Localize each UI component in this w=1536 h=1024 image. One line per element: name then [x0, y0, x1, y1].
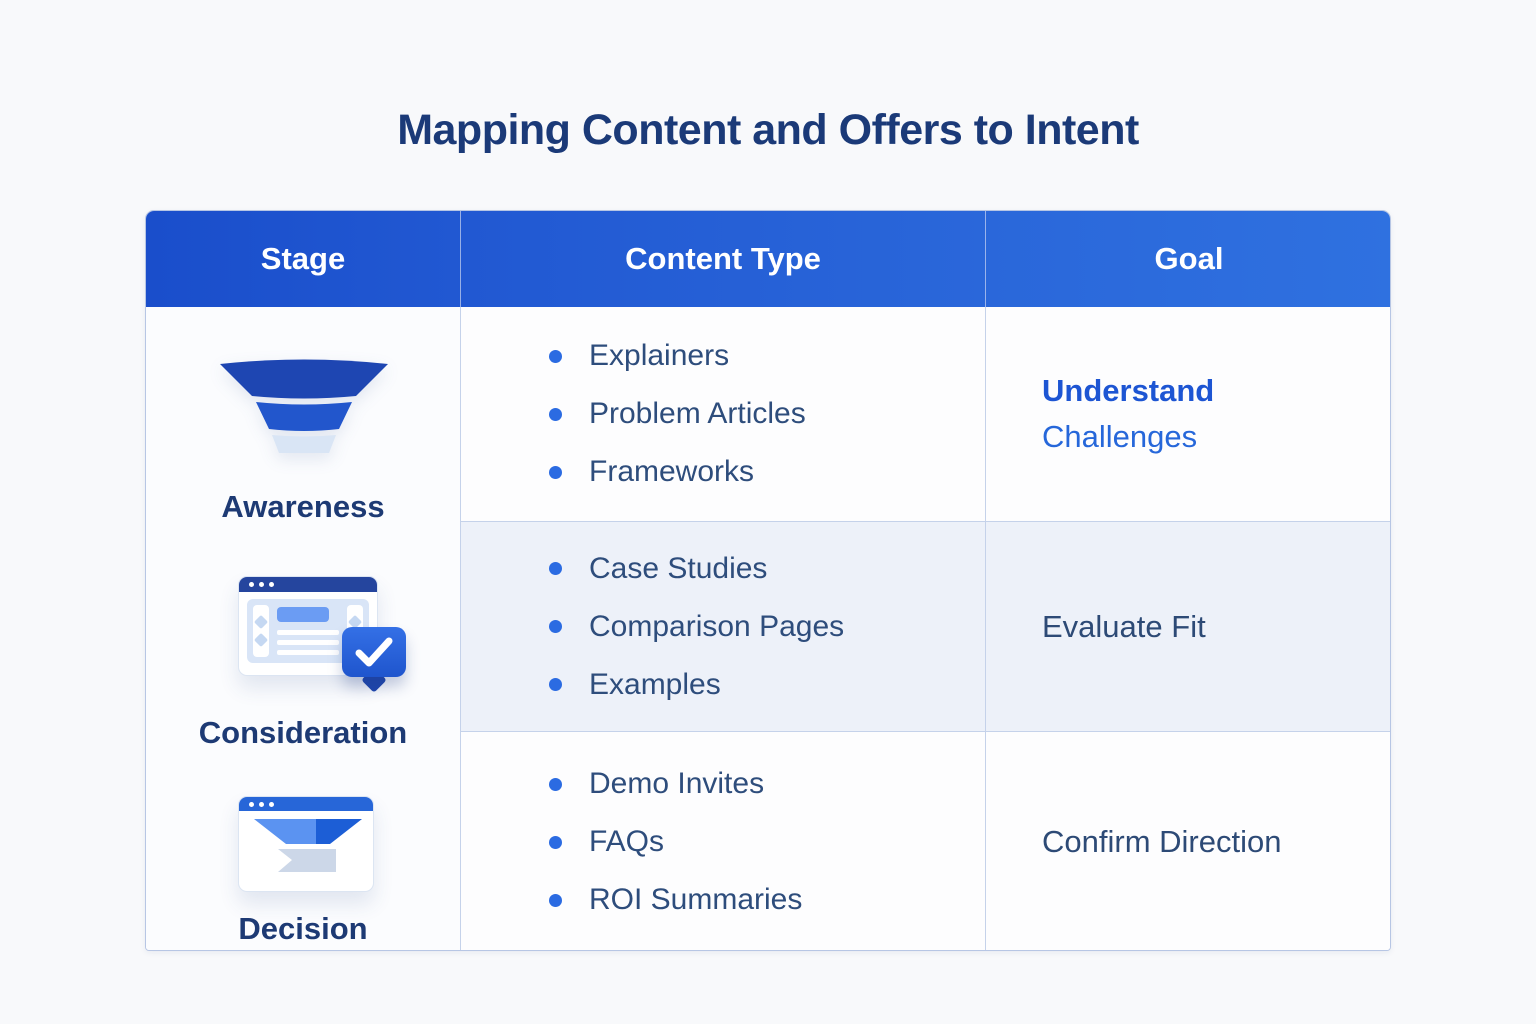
- bullet-icon: [549, 678, 562, 691]
- bullet-icon: [549, 835, 562, 849]
- window-dot-icon: [269, 582, 274, 587]
- text-line: [277, 640, 339, 645]
- text-line: [277, 650, 339, 655]
- heading-pill: [277, 607, 329, 622]
- checkmark-icon: [342, 627, 406, 677]
- goal-cell-decision: Confirm Direction: [986, 732, 1390, 950]
- browser-funnel-icon: [238, 796, 374, 892]
- list-item: Demo Invites: [549, 762, 985, 806]
- browser-titlebar: [239, 797, 373, 811]
- funnel-icon: [219, 357, 389, 457]
- page-title: Mapping Content and Offers to Intent: [397, 106, 1139, 154]
- list-item-label: Problem Articles: [589, 397, 806, 430]
- window-dot-icon: [249, 582, 254, 587]
- header-label-stage: Stage: [260, 241, 346, 276]
- content-type-cell-decision: Demo Invites FAQs ROI Summaries: [461, 732, 986, 950]
- header-label-goal: Goal: [1154, 241, 1224, 276]
- window-dot-icon: [259, 582, 264, 587]
- list-item-label: Explainers: [589, 339, 730, 372]
- list-item-label: Frameworks: [589, 455, 755, 488]
- goal-text: Evaluate Fit: [1042, 608, 1206, 644]
- list-item: FAQs: [549, 820, 985, 864]
- window-dot-icon: [269, 801, 274, 807]
- center-card: [277, 607, 339, 655]
- goal-text: Confirm Direction: [1042, 824, 1282, 859]
- list-item: Comparison Pages: [549, 605, 985, 649]
- mapping-table: Stage Content Type Goal Awareness: [145, 210, 1391, 951]
- diamond-shape-icon: [253, 632, 269, 648]
- goal-cell-consideration: Evaluate Fit: [986, 522, 1390, 732]
- bullet-icon: [549, 562, 562, 575]
- window-dot-icon: [249, 801, 254, 807]
- list-item-label: Demo Invites: [589, 767, 765, 800]
- list-item: Problem Articles: [549, 392, 985, 436]
- text-line: [277, 630, 339, 635]
- content-type-cell-awareness: Explainers Problem Articles Frameworks: [461, 307, 986, 522]
- bullet-icon: [549, 777, 562, 791]
- header-cell-goal: Goal: [986, 211, 1390, 307]
- content-type-cell-consideration: Case Studies Comparison Pages Examples: [461, 522, 986, 732]
- bullet-icon: [549, 893, 562, 907]
- bullet-icon: [549, 407, 562, 421]
- browser-titlebar: [239, 577, 377, 592]
- bullet-icon: [549, 465, 562, 479]
- stage-label-decision: Decision: [238, 911, 368, 946]
- list-item-label: Case Studies: [589, 551, 768, 585]
- left-card: [253, 605, 269, 657]
- list-item: ROI Summaries: [549, 878, 985, 922]
- list-item-label: FAQs: [589, 825, 665, 858]
- goal-text: Challenges: [1042, 419, 1198, 454]
- list-item: Frameworks: [549, 450, 985, 494]
- stage-label-consideration: Consideration: [198, 715, 408, 750]
- list-item-label: Examples: [589, 667, 721, 701]
- header-cell-content-type: Content Type: [461, 211, 986, 307]
- list-item: Examples: [549, 663, 985, 707]
- window-dot-icon: [259, 801, 264, 807]
- diamond-shape-icon: [253, 614, 269, 630]
- list-item-label: Comparison Pages: [589, 609, 845, 643]
- bullet-icon: [549, 349, 562, 363]
- goal-text-emphasis: Understand: [1042, 373, 1215, 408]
- split-funnel-graphic: [254, 819, 362, 872]
- stage-label-awareness: Awareness: [221, 489, 385, 524]
- header-cell-stage: Stage: [146, 211, 461, 307]
- list-item-label: ROI Summaries: [589, 883, 803, 916]
- header-label-content-type: Content Type: [625, 241, 821, 276]
- list-item: Explainers: [549, 334, 985, 378]
- list-item: Case Studies: [549, 547, 985, 591]
- bullet-icon: [549, 620, 562, 633]
- goal-cell-awareness: Understand Challenges: [986, 307, 1390, 522]
- stage-column: Awareness: [146, 307, 461, 950]
